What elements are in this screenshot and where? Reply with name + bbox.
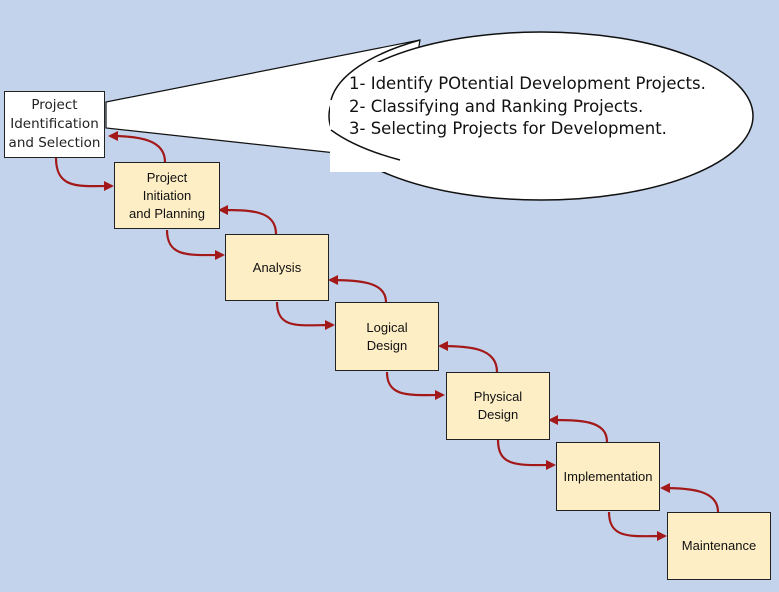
callout-line-3: 3- Selecting Projects for Development. — [349, 119, 667, 138]
callout-line-2: 2- Classifying and Ranking Projects. — [349, 96, 644, 116]
forward-arrow-6 — [607, 511, 667, 542]
feedback-arrow-3 — [328, 275, 388, 303]
feedback-arrow-1 — [108, 131, 167, 163]
phase-analysis: Analysis — [225, 234, 329, 301]
feedback-arrow-6 — [660, 483, 720, 513]
phase-maintenance: Maintenance — [667, 512, 771, 580]
callout-text: 1- Identify POtential Development Projec… — [349, 73, 706, 141]
forward-arrow-1 — [54, 157, 114, 192]
phase-logical-design: Logical Design — [335, 302, 439, 371]
phase-physical-design: Physical Design — [446, 372, 550, 440]
feedback-arrow-5 — [548, 415, 609, 443]
callout-line-1: 1- Identify POtential Development Projec… — [349, 74, 706, 93]
forward-arrow-4 — [385, 371, 445, 401]
phase-project-identification: Project Identification and Selection — [4, 91, 105, 158]
feedback-arrow-4 — [438, 341, 499, 373]
forward-arrow-2 — [165, 229, 225, 261]
feedback-arrow-2 — [218, 205, 278, 235]
forward-arrow-5 — [496, 439, 556, 471]
phase-project-initiation: Project Initiation and Planning — [114, 162, 220, 229]
callout-ellipse — [328, 31, 754, 201]
phase-implementation: Implementation — [556, 442, 660, 511]
forward-arrow-3 — [275, 301, 335, 331]
